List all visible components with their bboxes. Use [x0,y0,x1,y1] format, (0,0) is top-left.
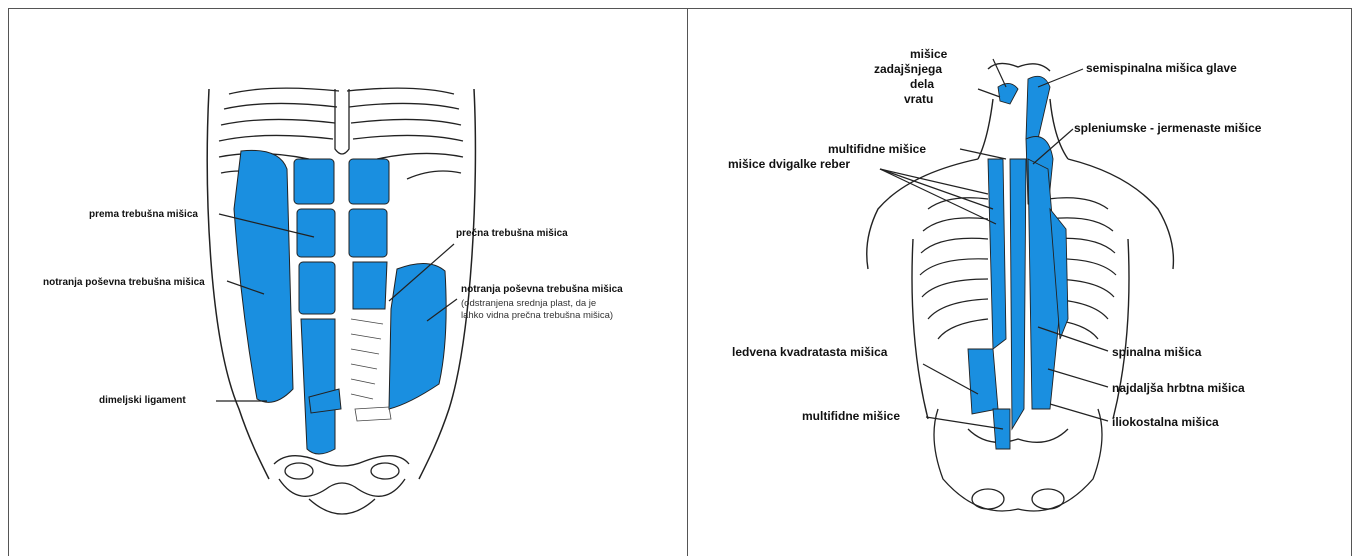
label-internal-oblique-right: notranja poševna trebušna mišica [461,284,623,295]
label-multifidus-top: multifidne mišice [828,142,926,156]
back-illustration [688,9,1352,556]
label-multifidus-bottom: multifidne mišice [802,409,900,423]
back-muscles-panel: mišice zadajšnjega dela vratu semispinal… [687,8,1352,556]
label-suboccipital-1: mišice [910,47,947,61]
abdominal-muscles-panel: prema trebušna mišica notranja poševna t… [8,8,688,556]
label-internal-oblique-left: notranja poševna trebušna mišica [43,277,205,288]
label-suboccipital-3: dela [910,77,934,91]
label-inguinal-ligament: dimeljski ligament [99,395,186,406]
note-line-2: lahko vidna prečna trebušna mišica) [461,310,613,322]
note-line-1: (odstranjena srednja plast, da je [461,298,596,310]
label-rectus: prema trebušna mišica [89,209,198,220]
label-quadratus-lumborum: ledvena kvadratasta mišica [732,345,887,359]
label-longissimus: najdaljša hrbtna mišica [1112,381,1245,395]
label-semispinalis: semispinalna mišica glave [1086,61,1237,75]
label-splenius: spleniumske - jermenaste mišice [1074,121,1261,135]
label-suboccipital-4: vratu [904,92,933,106]
label-suboccipital-2: zadajšnjega [874,62,942,76]
label-spinalis: spinalna mišica [1112,345,1201,359]
label-iliocostalis: iliokostalna mišica [1112,415,1219,429]
label-transverse: prečna trebušna mišica [456,228,568,239]
label-levatores-costarum: mišice dvigalke reber [728,157,850,171]
